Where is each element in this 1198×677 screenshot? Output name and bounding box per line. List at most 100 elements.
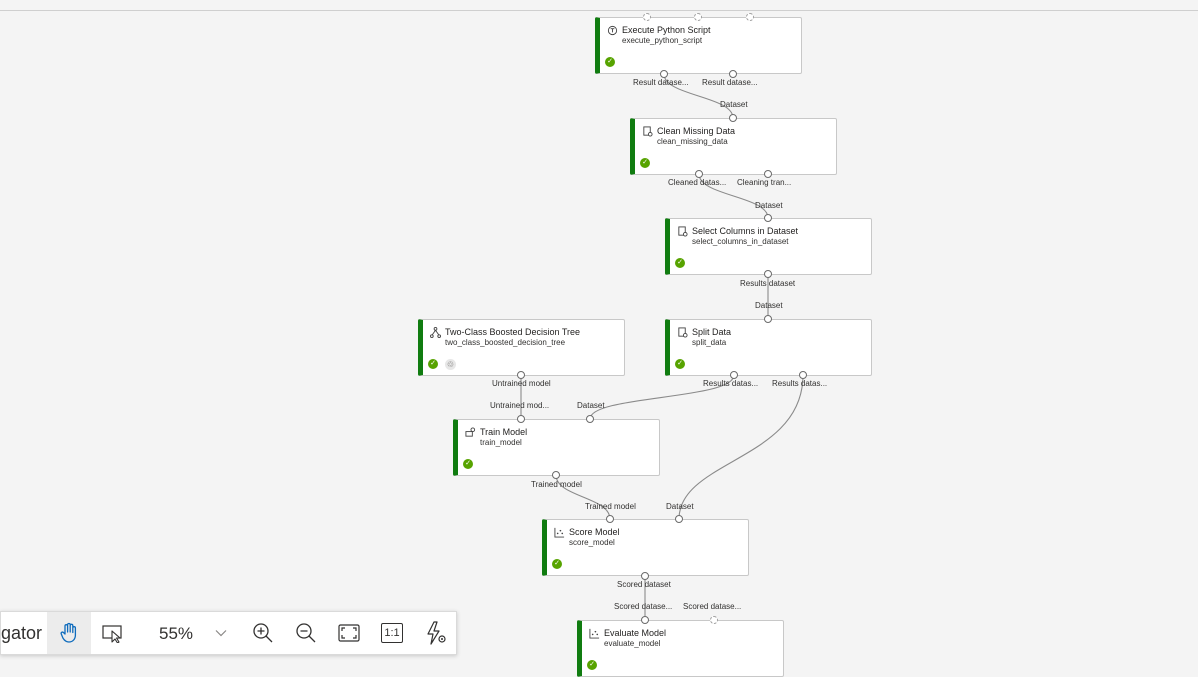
input-port[interactable]	[641, 616, 649, 624]
output-port[interactable]	[764, 170, 772, 178]
port-label: Untrained mod...	[490, 401, 550, 410]
zoom-dropdown[interactable]	[207, 612, 235, 654]
chevron-down-icon	[215, 630, 227, 637]
module-split-data[interactable]: Split Data split_data ✓	[665, 319, 872, 376]
zoom-in-icon	[253, 623, 273, 643]
port-label: Result datase...	[633, 78, 689, 87]
module-clean-missing-data[interactable]: Clean Missing Data clean_missing_data ✓	[630, 118, 837, 175]
module-subtitle: two_class_boosted_decision_tree	[445, 338, 566, 347]
module-execute-python-script[interactable]: Execute Python Script execute_python_scr…	[595, 17, 802, 74]
auto-layout-button[interactable]	[414, 612, 458, 654]
output-port[interactable]	[517, 371, 525, 379]
input-port[interactable]	[606, 515, 614, 523]
module-train-model[interactable]: Train Model train_model ✓	[453, 419, 660, 476]
input-port[interactable]	[675, 515, 683, 523]
port-label: Cleaning tran...	[737, 178, 792, 187]
dataset-transform-icon	[678, 327, 688, 338]
success-check-icon: ✓	[428, 359, 438, 369]
input-port[interactable]	[694, 13, 702, 21]
port-label: Result datase...	[702, 78, 758, 87]
module-subtitle: execute_python_script	[622, 36, 703, 45]
port-label: Results datas...	[772, 379, 828, 388]
train-icon	[465, 427, 476, 437]
module-title: Evaluate Model	[604, 628, 667, 638]
port-label: Dataset	[577, 401, 605, 410]
module-two-class-boosted-decision-tree[interactable]: Two-Class Boosted Decision Tree two_clas…	[418, 319, 625, 376]
success-check-icon: ✓	[552, 559, 562, 569]
dataset-transform-icon	[643, 126, 653, 137]
pan-button[interactable]	[47, 612, 91, 654]
output-port[interactable]	[695, 170, 703, 178]
python-icon	[607, 25, 618, 36]
input-port[interactable]	[729, 114, 737, 122]
navigator-label[interactable]: gator	[1, 623, 43, 643]
output-port[interactable]	[641, 572, 649, 580]
zoom-in-button[interactable]	[241, 612, 285, 654]
module-title: Select Columns in Dataset	[692, 226, 799, 236]
module-title: Split Data	[692, 327, 732, 337]
module-title: Execute Python Script	[622, 25, 711, 35]
fit-to-screen-icon	[338, 624, 360, 642]
dataset-transform-icon	[678, 226, 688, 237]
module-subtitle: evaluate_model	[604, 639, 661, 648]
port-label: Dataset	[755, 201, 783, 210]
edge-train-to-score	[555, 474, 611, 520]
scatter-chart-icon	[554, 527, 565, 538]
success-check-icon: ✓	[675, 258, 685, 268]
module-title: Train Model	[480, 427, 528, 437]
input-port[interactable]	[586, 415, 594, 423]
port-label: Scored datase...	[614, 602, 673, 611]
output-port[interactable]	[730, 371, 738, 379]
canvas-toolbar: gator 55% 1:1	[0, 611, 457, 655]
zoom-level: 55%	[159, 624, 194, 643]
zoom-out-button[interactable]	[284, 612, 328, 654]
module-score-model[interactable]: Score Model score_model ✓	[542, 519, 749, 576]
port-label: Dataset	[666, 502, 694, 511]
port-label: Untrained model	[492, 379, 551, 388]
module-title: Score Model	[569, 527, 620, 537]
port-label: Results datas...	[703, 379, 759, 388]
select-button[interactable]	[91, 612, 135, 654]
lightning-gear-icon	[427, 621, 446, 645]
success-check-icon: ✓	[463, 459, 473, 469]
success-check-icon: ✓	[587, 660, 597, 670]
port-label: Trained model	[531, 480, 582, 489]
input-port[interactable]	[764, 315, 772, 323]
module-subtitle: clean_missing_data	[657, 137, 728, 146]
module-title: Two-Class Boosted Decision Tree	[445, 327, 581, 337]
port-label: Scored datase...	[683, 602, 742, 611]
input-port[interactable]	[517, 415, 525, 423]
tree-icon	[430, 327, 441, 338]
input-port[interactable]	[764, 214, 772, 222]
output-port[interactable]	[729, 70, 737, 78]
module-select-columns[interactable]: Select Columns in Dataset select_columns…	[665, 218, 872, 275]
actual-size-button[interactable]: 1:1	[370, 612, 414, 654]
success-check-icon: ✓	[605, 57, 615, 67]
input-port[interactable]	[746, 13, 754, 21]
module-subtitle: score_model	[569, 538, 615, 547]
hand-icon	[60, 622, 77, 643]
output-port[interactable]	[799, 371, 807, 379]
output-port[interactable]	[660, 70, 668, 78]
canvas-top-border	[0, 10, 1198, 11]
port-label: Trained model	[585, 502, 636, 511]
module-subtitle: select_columns_in_dataset	[692, 237, 789, 246]
output-port[interactable]	[552, 471, 560, 479]
port-label: Dataset	[755, 301, 783, 310]
output-port[interactable]	[764, 270, 772, 278]
fit-to-screen-button[interactable]	[327, 612, 371, 654]
edge-split-to-train	[589, 374, 735, 420]
module-subtitle: split_data	[692, 338, 727, 347]
edge-split-to-score	[678, 374, 804, 520]
module-evaluate-model[interactable]: Evaluate Model evaluate_model ✓	[577, 620, 784, 677]
actual-size-label: 1:1	[381, 623, 403, 643]
port-label: Cleaned datas...	[668, 178, 727, 187]
zoom-out-icon	[296, 623, 316, 643]
port-label: Scored dataset	[617, 580, 671, 589]
success-check-icon: ✓	[640, 158, 650, 168]
input-port[interactable]	[710, 616, 718, 624]
input-port[interactable]	[643, 13, 651, 21]
scatter-chart-icon	[589, 628, 600, 639]
module-title: Clean Missing Data	[657, 126, 736, 136]
